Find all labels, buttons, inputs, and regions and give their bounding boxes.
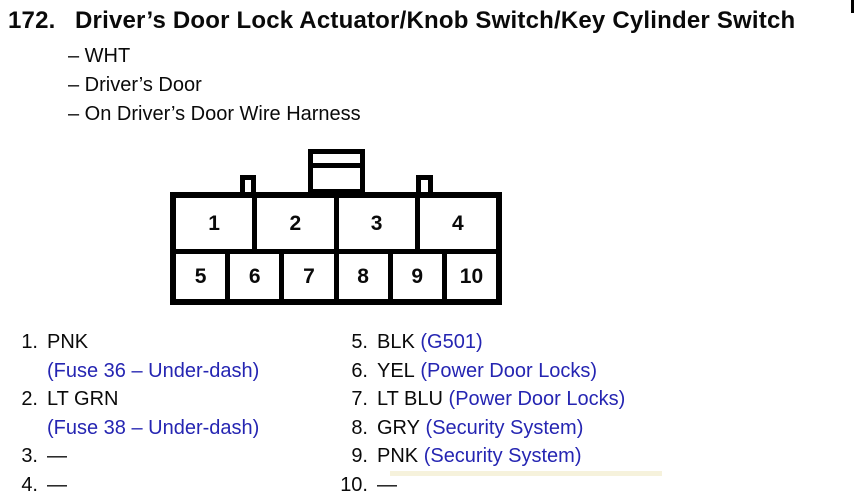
pin-cell: 7 <box>284 254 339 299</box>
connector-key-tab-left <box>240 175 256 194</box>
pin-number: 1. <box>21 331 38 353</box>
pin-cell: 10 <box>459 264 484 288</box>
pin-number: 3. <box>21 445 38 468</box>
wire-color: YEL <box>377 359 415 382</box>
connector-row-bottom: 5 6 7 8 9 10 <box>176 254 496 299</box>
pin-number: 8. <box>351 416 368 439</box>
circuit-label: (G501) <box>420 331 483 353</box>
circuit-label: (Power Door Locks) <box>420 359 598 382</box>
pin-entry: 1. PNK <box>8 330 338 359</box>
pin-entry: 7. LT BLU (Power Door Locks) <box>338 387 718 416</box>
connector-attributes: – WHT – Driver’s Door – On Driver’s Door… <box>68 42 361 129</box>
pin-entry: 9. PNK (Security System) <box>338 444 718 473</box>
pin-number: 9. <box>351 445 368 468</box>
pin-number: 10. <box>340 473 368 496</box>
pin-number: 4. <box>21 473 38 496</box>
connector-body: 1 2 3 4 5 6 7 8 9 10 <box>170 192 502 305</box>
wire-color: BLK <box>377 331 415 353</box>
pin-entry: 3. — <box>8 444 338 473</box>
attribute-line: – On Driver’s Door Wire Harness <box>68 103 361 125</box>
circuit-label: (Fuse 38 – Under-dash) <box>47 416 260 439</box>
pin-entry: 6. YEL (Power Door Locks) <box>338 359 718 388</box>
pin-number: 2. <box>21 388 38 411</box>
pin-entry: 5. BLK (G501) <box>338 330 718 359</box>
pin-cell: 5 <box>176 254 231 299</box>
pin-cell: 4 <box>452 211 464 235</box>
pin-cell: 2 <box>257 198 339 249</box>
connector-latch-tab <box>308 149 365 194</box>
scan-artifact-corner <box>851 0 854 13</box>
circuit-label: (Security System) <box>423 445 582 468</box>
pin-cell: 1 <box>176 198 258 249</box>
pin-entry: 10. — <box>338 473 718 502</box>
pin-number: 7. <box>351 388 368 411</box>
wire-color: PNK <box>47 331 89 353</box>
circuit-label: (Security System) <box>425 416 584 439</box>
pin-number: 5. <box>351 331 368 353</box>
connector-title: Driver’s Door Lock Actuator/Knob Switch/… <box>75 7 796 34</box>
pin-entry-circuit: (Fuse 36 – Under-dash) <box>8 359 338 388</box>
wire-color: LT BLU <box>377 388 443 411</box>
connector-key-tab-right <box>416 175 433 194</box>
pin-entry: 8. GRY (Security System) <box>338 416 718 445</box>
circuit-label: (Fuse 36 – Under-dash) <box>47 359 260 382</box>
pin-entry: 2. LT GRN <box>8 387 338 416</box>
pin-cell: 9 <box>393 254 447 299</box>
wire-color: — <box>377 473 397 496</box>
pin-list-right: 5. BLK (G501) 6. YEL (Power Door Locks) … <box>338 330 718 502</box>
connector-row-top: 1 2 3 4 <box>176 198 496 254</box>
attribute-line: – WHT <box>68 45 131 67</box>
wire-color: GRY <box>377 416 420 439</box>
pin-entry: 4. — <box>8 473 338 502</box>
pin-cell: 3 <box>339 198 420 249</box>
page-title: 172. Driver’s Door Lock Actuator/Knob Sw… <box>8 6 795 35</box>
pin-cell: 6 <box>230 254 285 299</box>
scan-artifact-highlight <box>390 471 662 476</box>
pin-list-left: 1. PNK (Fuse 36 – Under-dash) 2. LT GRN … <box>8 330 338 502</box>
connector-item-number: 172. <box>8 7 56 34</box>
attribute-line: – Driver’s Door <box>68 74 202 96</box>
wire-color: LT GRN <box>47 388 119 411</box>
circuit-label: (Power Door Locks) <box>448 388 626 411</box>
connector-latch-crossbar <box>313 163 360 168</box>
pin-number: 6. <box>351 359 368 382</box>
pin-entry-circuit: (Fuse 38 – Under-dash) <box>8 416 338 445</box>
wire-color: PNK <box>377 445 419 468</box>
pin-cell: 8 <box>339 254 393 299</box>
wire-color: — <box>47 473 67 496</box>
wire-color: — <box>47 445 67 468</box>
